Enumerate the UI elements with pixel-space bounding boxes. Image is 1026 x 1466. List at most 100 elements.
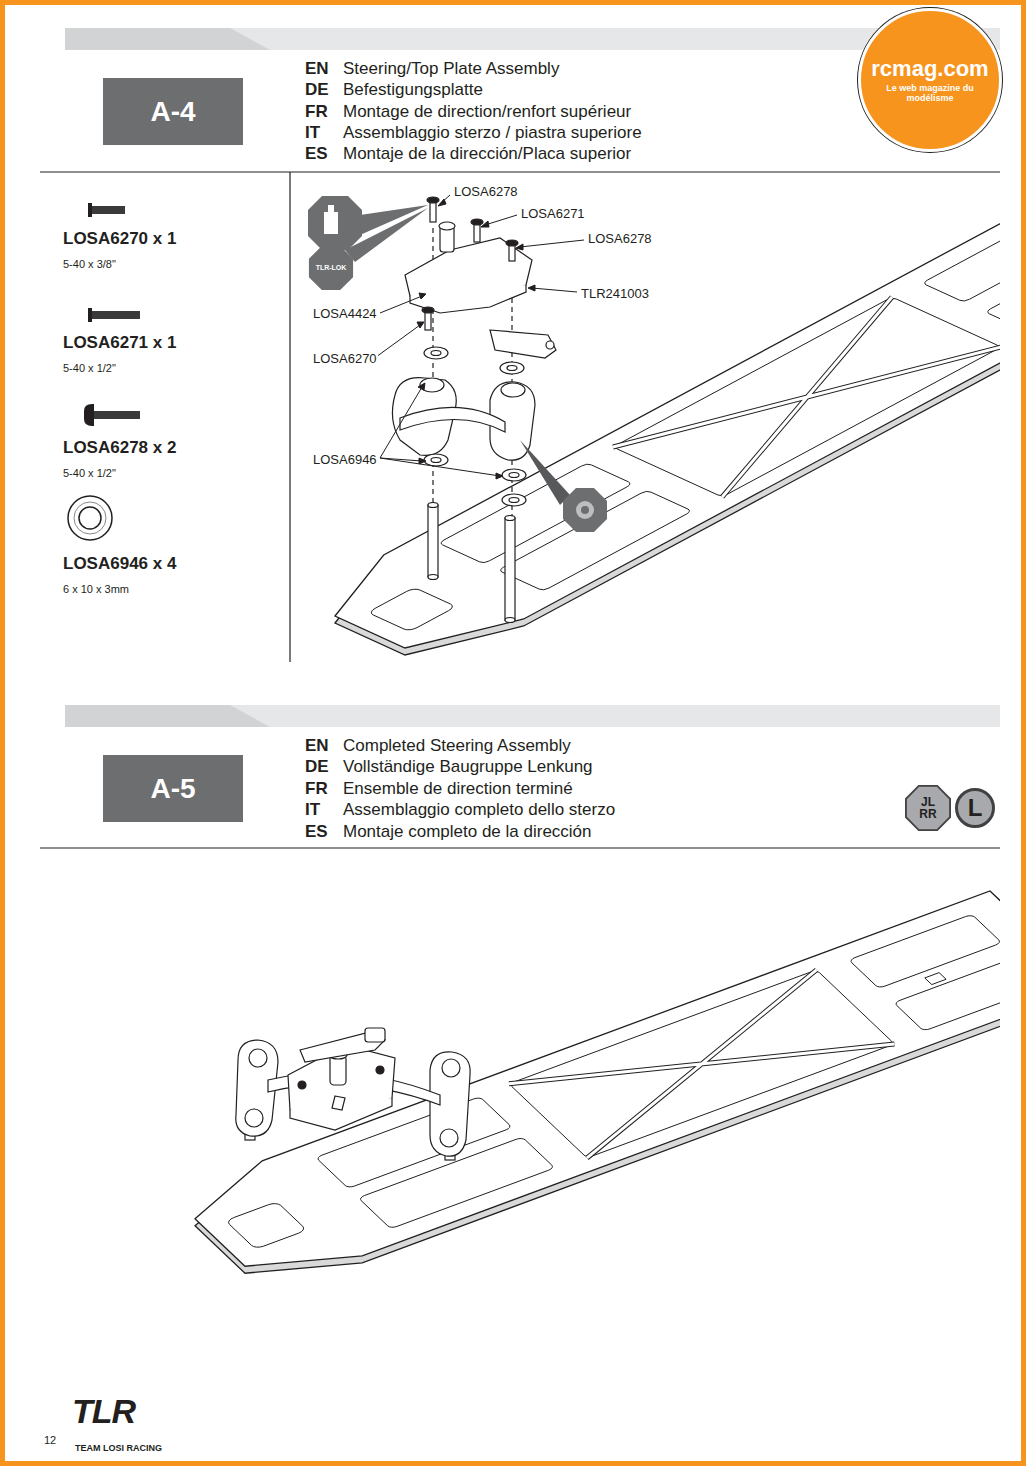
drawing-ellipse (471, 219, 483, 225)
drawing-path (88, 308, 92, 322)
node-title: A-4 (150, 97, 195, 126)
step-title-box: Completed Steering Assembly (343, 736, 571, 756)
drawing-polygon (419, 293, 426, 299)
drawing-polygon (438, 199, 446, 206)
language-code-box: ES (305, 822, 328, 842)
callout-label-box: LOSA6270 (312, 349, 378, 367)
step-title-box: Steering/Top Plate Assembly (343, 59, 559, 79)
step-title: Assemblaggio sterzo / piastra superiore (343, 123, 642, 143)
drawing-rect (3, 3, 1024, 1464)
drawing-rect (365, 1028, 385, 1042)
drawing-ellipse (439, 222, 455, 230)
drawing-ellipse (422, 307, 434, 313)
language-code: ES (305, 144, 328, 164)
language-code: ES (305, 822, 328, 842)
language-code: EN (305, 59, 329, 79)
language-code: DE (305, 80, 329, 100)
drawing-polygon (520, 440, 570, 505)
drawing-polygon (563, 488, 607, 532)
node-title: JL RR (916, 796, 940, 820)
step-title-box: Montaje completo de la dirección (343, 822, 592, 842)
drawing-polygon (65, 28, 1000, 50)
drawing-line (485, 215, 517, 225)
drawing-path (400, 407, 505, 432)
drawing-g (376, 195, 584, 479)
drawing-circle (298, 1081, 306, 1089)
drawing-circle (546, 341, 554, 349)
step-title: Montaje de la dirección/Placa superior (343, 144, 631, 164)
part-number-box: LOSA6270 x 1 (63, 229, 176, 249)
drawing-line (40, 847, 1000, 848)
part-number-box: LOSA6278 x 2 (63, 438, 176, 458)
callout-label: LOSA4424 (312, 307, 378, 322)
drawing-rect (428, 505, 438, 577)
language-code-box: IT (305, 123, 320, 143)
drawing-path (84, 404, 94, 426)
drawing-g (40, 28, 1000, 1297)
language-code: IT (305, 800, 320, 820)
page-number: 12 (44, 1434, 56, 1447)
part-size: 6 x 10 x 3mm (63, 583, 129, 596)
drawing-polygon (418, 383, 425, 390)
node-title: A-5 (150, 774, 195, 803)
brand-logo-box: TLR (72, 1392, 135, 1431)
drawing-polygon (417, 322, 424, 328)
step-title-box: Ensemble de direction terminé (343, 779, 573, 799)
drawing-rect (324, 212, 338, 234)
drawing-line (520, 240, 584, 247)
drawing-rect (92, 311, 140, 319)
drawing-ellipse (428, 575, 438, 580)
drawing-polygon (65, 705, 270, 727)
drawing-ellipse (509, 498, 519, 503)
drawing-polygon (419, 458, 426, 464)
drawing-ellipse (506, 240, 518, 246)
drawing-ellipse (509, 473, 519, 478)
callout-label-box: LOSA4424 (312, 304, 378, 322)
drawing-circle (249, 1049, 267, 1067)
threadlock-icon: TLR-LOK (308, 245, 354, 291)
drawing-rect (94, 411, 140, 419)
brand-logo: TLR (72, 1392, 135, 1431)
language-code: DE (305, 757, 329, 777)
drawing-circle (74, 502, 106, 534)
drawing-line (380, 458, 500, 476)
step-title: Montage de direction/renfort supérieur (343, 102, 631, 122)
step-title: Befestigungsplatte (343, 80, 483, 100)
drawing-ellipse (501, 383, 525, 397)
part-number: LOSA6270 x 1 (63, 229, 176, 249)
part-number: LOSA6946 x 4 (63, 554, 176, 574)
drawing-ellipse (424, 454, 448, 466)
drawing-circle (442, 1059, 460, 1077)
step-title-box: Assemblaggio completo dello sterzo (343, 800, 615, 820)
drawing-use (170, 891, 1000, 1290)
part-size-box: 5-40 x 1/2" (63, 358, 116, 376)
callout-label: LOSA6278 (453, 185, 519, 200)
part-number: LOSA6271 x 1 (63, 333, 176, 353)
callout-label-box: LOSA6946 (312, 450, 378, 468)
language-code-box: FR (305, 102, 328, 122)
callout-label: LOSA6946 (312, 453, 378, 468)
language-code-box: DE (305, 80, 329, 100)
drawing-circle (576, 501, 594, 519)
level-icon: L (955, 788, 995, 828)
step-title: Montaje completo de la dirección (343, 822, 592, 842)
language-code: EN (305, 736, 329, 756)
drawing-ellipse (505, 618, 515, 623)
drawing-circle (440, 1129, 458, 1147)
step-title-box: Vollständige Baugruppe Lenkung (343, 757, 593, 777)
callout-label-box: LOSA6271 (520, 204, 586, 222)
language-code: FR (305, 102, 328, 122)
callout-label-box: LOSA6278 (453, 182, 519, 200)
part-size: 5-40 x 1/2" (63, 467, 116, 480)
drawing-line (532, 288, 577, 292)
callout-label-box: LOSA6278 (587, 229, 653, 247)
drawing-ellipse (427, 197, 439, 203)
language-code-box: FR (305, 779, 328, 799)
drawing-path (332, 1096, 345, 1110)
node-subtitle: Le web magazine du modélisme (873, 84, 987, 103)
part-number: LOSA6278 x 2 (63, 438, 176, 458)
drawing-ellipse (505, 516, 515, 521)
page-number-box: 12 (44, 1430, 56, 1448)
step-title: Steering/Top Plate Assembly (343, 59, 559, 79)
